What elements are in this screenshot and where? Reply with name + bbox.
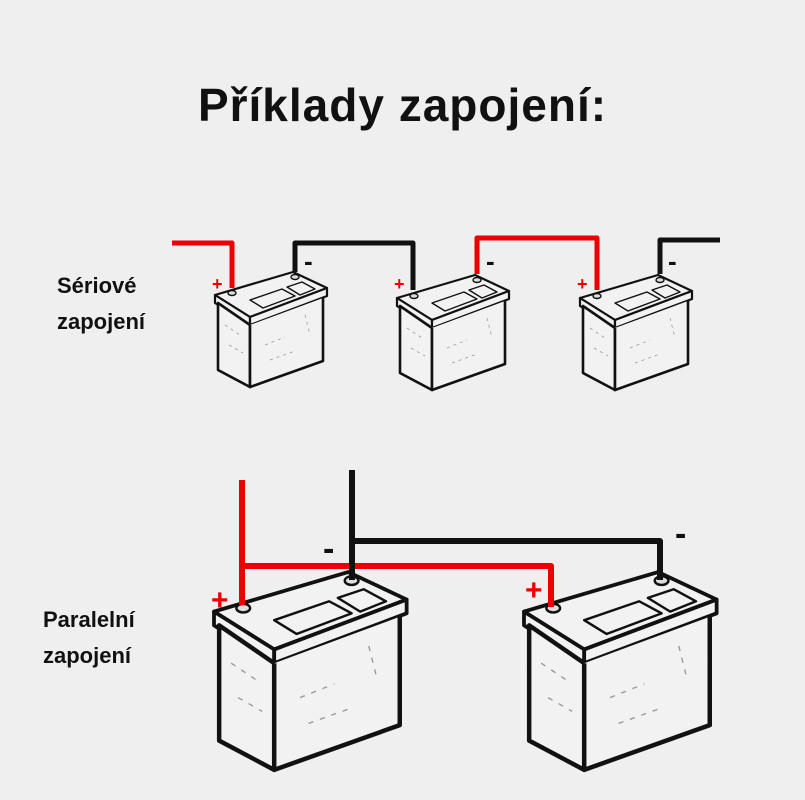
parallel-label-line2: zapojení [43,643,132,668]
series-wire-link-1 [292,240,416,290]
plus-sign: + [394,274,405,294]
series-label: Sériové zapojení [57,268,145,340]
parallel-label-line1: Paralelní [43,607,135,632]
parallel-wire-positive-link [242,563,554,607]
parallel-label: Paralelní zapojení [43,602,135,674]
series-battery-3 [578,273,694,392]
plus-sign: + [211,584,229,617]
plus-sign: + [577,274,588,294]
series-wire-positive-in [172,240,235,288]
page-title: Příklady zapojení: [197,79,608,131]
series-label-line1: Sériové [57,273,137,298]
minus-sign: - [323,530,334,568]
series-label-line2: zapojení [57,309,146,334]
series-wire-link-2 [474,235,600,290]
series-battery-2 [395,273,511,392]
series-battery-1 [213,270,329,389]
minus-sign: - [668,246,677,276]
plus-sign: + [525,574,543,607]
series-wire-negative-out [657,237,720,274]
minus-sign: - [304,246,313,276]
parallel-wire-negative-link [352,538,663,580]
minus-sign: - [675,515,686,553]
minus-sign: - [486,246,495,276]
plus-sign: + [212,274,223,294]
